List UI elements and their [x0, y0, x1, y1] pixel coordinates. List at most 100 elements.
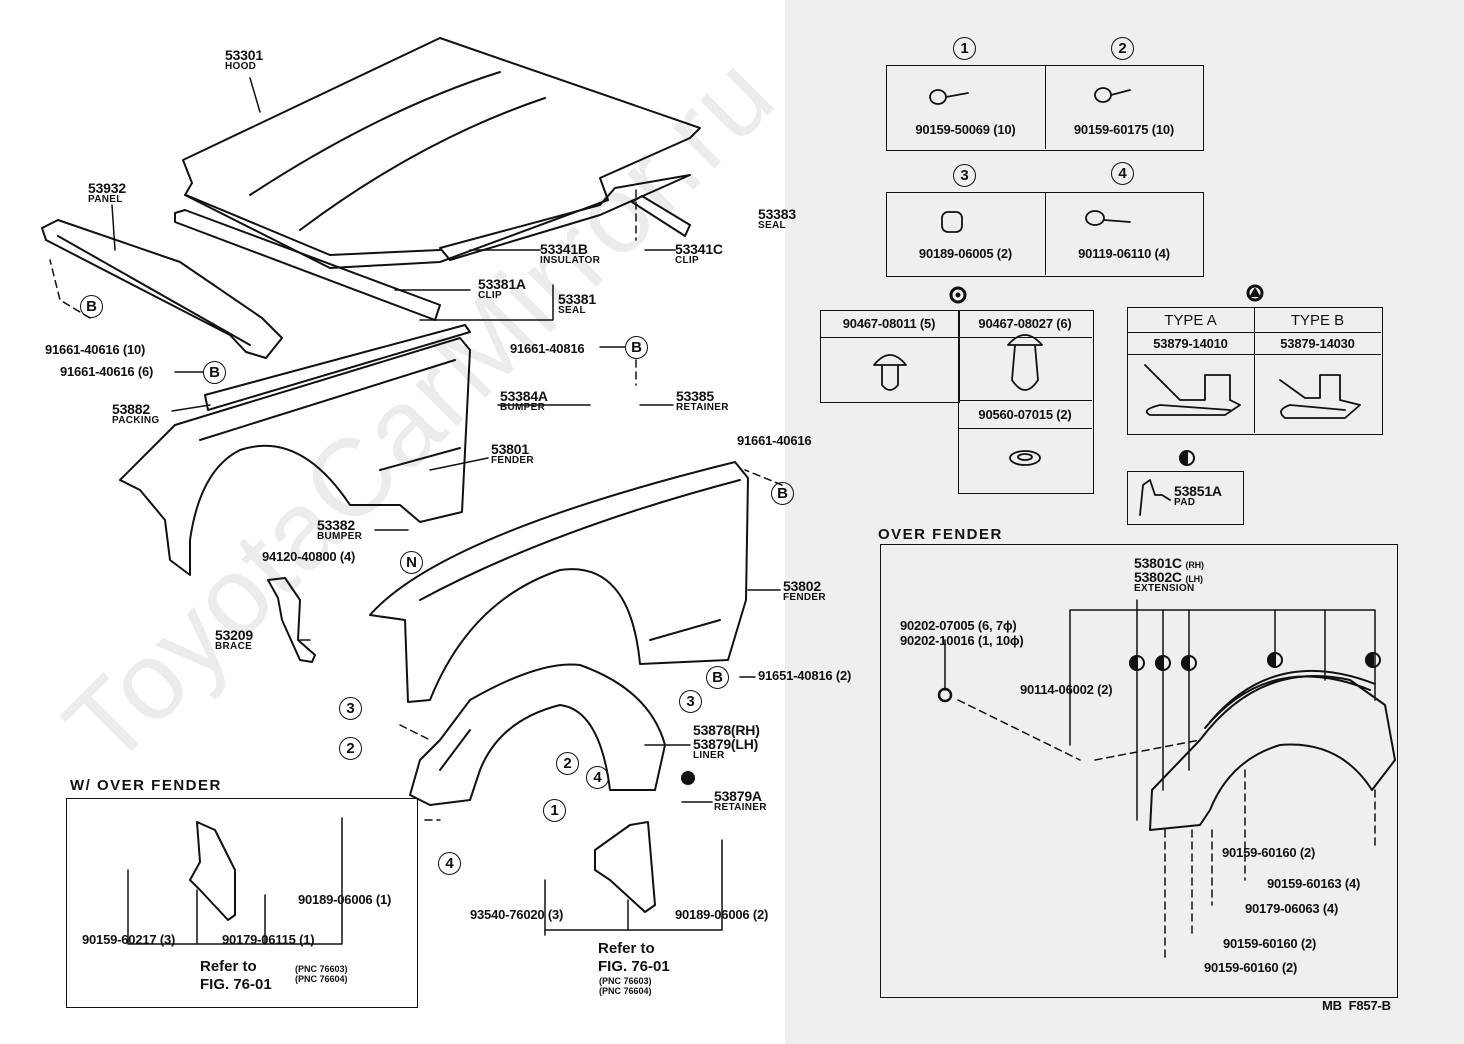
part-number: 53382 [317, 517, 355, 533]
callout-liner: 53878(RH)53879(LH)LINER [693, 723, 760, 761]
marker-1: 1 [953, 37, 976, 60]
clip-box-left [820, 310, 960, 403]
part-number: 53801 [491, 441, 529, 457]
part-number: 53878(RH) [693, 722, 760, 738]
part-number-lh: 53879(LH) [693, 736, 759, 752]
part-name: SEAL [758, 220, 786, 231]
marker-b: B [203, 361, 226, 384]
divider [958, 400, 1092, 429]
part-name: EXTENSION [1134, 583, 1195, 594]
part-name: HOOD [225, 61, 257, 72]
part-name: CLIP [675, 255, 699, 266]
part-name: BRACE [215, 641, 253, 652]
part-number: 53851A [1174, 483, 1222, 499]
part-number-label: 90159-60160 (2) [1204, 960, 1298, 975]
liner-drawing [409, 663, 666, 806]
insulator-drawing [439, 174, 691, 261]
part-number: 53209 [215, 627, 253, 643]
mudflap-small-drawing [189, 821, 236, 921]
part-number: 53383 [758, 206, 796, 222]
hood-drawing [182, 37, 701, 269]
brace-drawing [267, 577, 316, 663]
part-number-label: 90189-06005 (2) [918, 246, 1013, 261]
refer-to-label: Refer to [598, 940, 655, 957]
part-number: 53381 [558, 291, 596, 307]
part-number-label: 90159-50069 (10) [915, 122, 1016, 137]
part-number-label: 93540-76020 (3) [470, 907, 564, 922]
part-number: 53341B [540, 241, 588, 257]
pnc-label: (PNC 76603) [295, 964, 348, 974]
part-name: FENDER [491, 455, 534, 466]
part-name: PAD [1174, 497, 1196, 508]
part-number: 53385 [676, 388, 714, 404]
part-number: 53301 [225, 47, 263, 63]
figure-code: MB F857-B [1322, 998, 1391, 1013]
retainer-types-box [1127, 307, 1383, 435]
marker-b: B [706, 666, 729, 689]
marker-4: 4 [586, 766, 609, 789]
divider [1127, 332, 1381, 355]
over-fender-extension-drawing [1149, 669, 1396, 831]
part-name: BUMPER [500, 402, 546, 413]
part-number-label: 90159-60160 (2) [1222, 845, 1316, 860]
part-number-label: 53879-14010 [1153, 336, 1228, 351]
part-number-label: 91661-40816 [510, 341, 585, 356]
marker-2: 2 [1111, 37, 1134, 60]
part-name: INSULATOR [540, 255, 601, 266]
part-name: PANEL [88, 194, 123, 205]
seal-53381-drawing [174, 209, 441, 321]
part-name: FENDER [783, 592, 826, 603]
pnc-label: (PNC 76604) [295, 974, 348, 984]
marker-4: 4 [438, 852, 461, 875]
side-label: (LH) [1185, 574, 1203, 584]
part-number-label: 90159-60160 (2) [1223, 936, 1317, 951]
pnc-label: (PNC 76604) [599, 986, 652, 996]
part-name: LINER [693, 750, 725, 761]
part-number-label: 90202-10016 (1, 10ϕ) [900, 633, 1024, 648]
w-over-fender-box [66, 798, 418, 1008]
divider [820, 337, 1092, 338]
part-name: BUMPER [317, 531, 363, 542]
part-number-label: 90467-08027 (6) [978, 316, 1072, 331]
marker-2: 2 [556, 752, 579, 775]
marker-b: B [625, 336, 648, 359]
pad-box [1127, 471, 1244, 525]
pnc-label: (PNC 76603) [599, 976, 652, 986]
over-fender-box [880, 544, 1398, 998]
marker-n: N [400, 551, 423, 574]
part-number: 53802 [783, 578, 821, 594]
marker-2: 2 [339, 737, 362, 760]
part-number-label: 91661-40616 (6) [60, 364, 154, 379]
marker-b: B [771, 482, 794, 505]
divider [1254, 307, 1255, 433]
side-label: (RH) [1185, 560, 1204, 570]
over-fender-title: OVER FENDER [878, 526, 1003, 543]
part-number-label: 90467-08011 (5) [842, 316, 936, 331]
refer-to-label: Refer to [200, 958, 257, 975]
marker-3: 3 [339, 697, 362, 720]
part-number-label: 91651-40816 (2) [758, 668, 852, 683]
part-name: RETAINER [676, 402, 729, 413]
part-name: PACKING [112, 415, 160, 426]
divider [1045, 192, 1046, 275]
panel-drawing [41, 219, 283, 359]
part-number-label: 90119-06110 (4) [1078, 246, 1170, 261]
leader-lines [111, 77, 1376, 945]
part-name: CLIP [478, 290, 502, 301]
seal-53383-drawing [631, 195, 691, 237]
part-number: 53882 [112, 401, 150, 417]
type-b-header: TYPE B [1290, 312, 1345, 329]
part-number: 53384A [500, 388, 548, 404]
